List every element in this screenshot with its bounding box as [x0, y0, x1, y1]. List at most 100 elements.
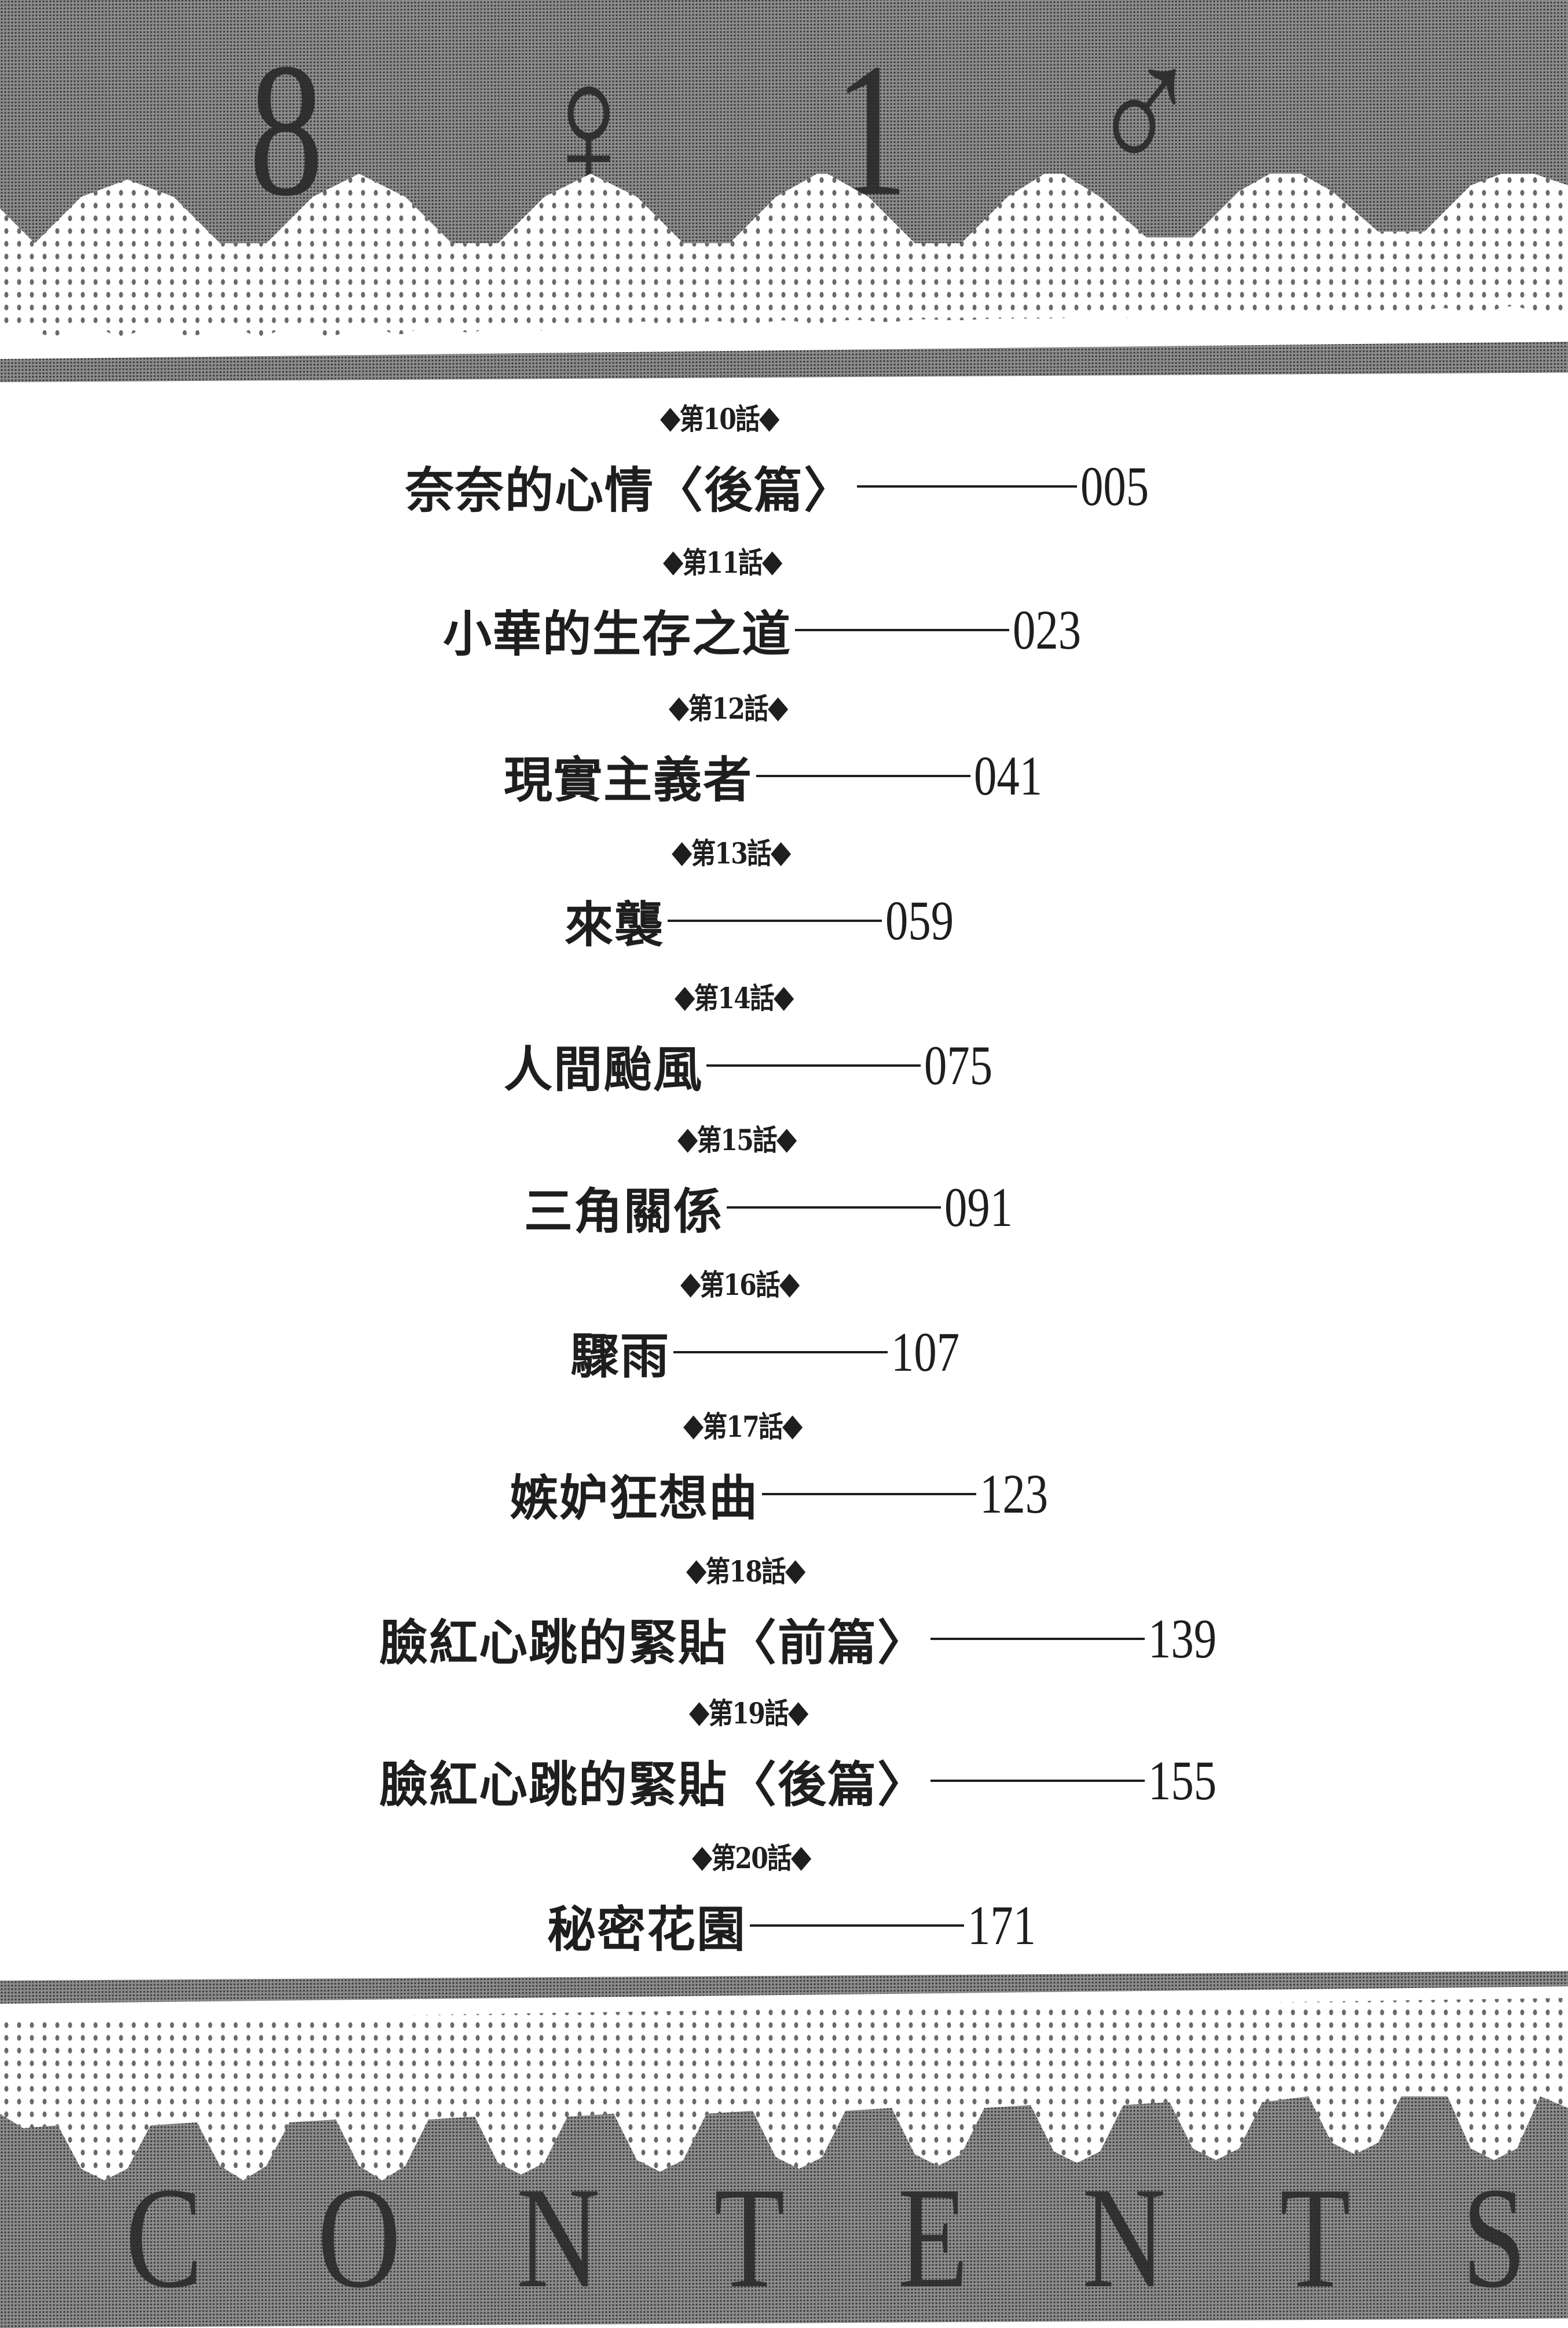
leader-line — [756, 775, 971, 777]
chapter-title: 三角關係 — [524, 1182, 724, 1240]
title-glyph-eight: 8 — [249, 24, 324, 236]
contents-heading: C O N T E N T S — [116, 2166, 1534, 2311]
chapter-row: 小華的生存之道 023 — [443, 595, 1096, 665]
leader-line — [795, 629, 1010, 631]
contents-letter: E — [897, 2158, 968, 2318]
leader-line — [750, 1924, 965, 1927]
contents-letter: O — [317, 2158, 401, 2318]
contents-letter: S — [1461, 2158, 1527, 2318]
diamond-icon: ◆ — [790, 1837, 811, 1875]
page-number: 041 — [974, 745, 1043, 807]
leader-line — [762, 1493, 977, 1495]
diamond-icon: ◆ — [675, 978, 695, 1015]
chapter-row: 嫉妒狂想曲 123 — [510, 1459, 1063, 1529]
chapter-label: ◆ 第17話 ◆ — [683, 1401, 803, 1448]
chapter-title: 秘密花園 — [547, 1900, 747, 1958]
chapter-row: 來襲 059 — [565, 886, 969, 956]
toc-entry[interactable]: ◆ 第18話 ◆ 臉紅心跳的緊貼〈前篇〉 139 — [0, 1546, 1568, 1690]
chapter-label: ◆ 第16話 ◆ — [680, 1260, 800, 1306]
chapter-title: 奈奈的心情〈後篇〉 — [405, 461, 854, 519]
diamond-icon: ◆ — [782, 1406, 803, 1443]
toc-entry[interactable]: ◆ 第10話 ◆ 奈奈的心情〈後篇〉 005 — [0, 394, 1568, 537]
chapter-row: 現實主義者 041 — [504, 741, 1057, 811]
diamond-icon: ◆ — [773, 978, 794, 1015]
chapter-label: ◆ 第10話 ◆ — [660, 394, 779, 440]
toc-entry[interactable]: ◆ 第16話 ◆ 驟雨 107 — [0, 1260, 1568, 1403]
diamond-icon: ◆ — [776, 1119, 797, 1156]
toc-entry[interactable]: ◆ 第14話 ◆ 人間颱風 075 — [0, 973, 1568, 1117]
chapter-label: ◆ 第19話 ◆ — [689, 1688, 808, 1734]
chapter-title: 嫉妒狂想曲 — [510, 1469, 759, 1527]
chapter-label: ◆ 第12話 ◆ — [669, 683, 788, 730]
toc-entry[interactable]: ◆ 第12話 ◆ 現實主義者 041 — [0, 683, 1568, 827]
chapter-number: 第10話 — [679, 402, 760, 436]
chapter-number: 第19話 — [708, 1696, 789, 1730]
diamond-icon: ◆ — [692, 1837, 712, 1875]
chapter-row: 人間颱風 075 — [504, 1031, 1008, 1100]
leader-line — [857, 485, 1078, 488]
chapter-row: 臉紅心跳的緊貼〈後篇〉 155 — [379, 1746, 1232, 1815]
chapter-label: ◆ 第13話 ◆ — [672, 828, 791, 874]
toc-entry[interactable]: ◆ 第19話 ◆ 臉紅心跳的緊貼〈後篇〉 155 — [0, 1688, 1568, 1832]
page-number: 091 — [944, 1176, 1013, 1238]
page-number: 123 — [980, 1463, 1049, 1525]
chapter-label: ◆ 第11話 ◆ — [663, 537, 782, 584]
chapter-number: 第11話 — [682, 546, 763, 580]
diamond-icon: ◆ — [787, 1693, 808, 1730]
title-glyph-one: 1 — [834, 24, 908, 236]
diamond-icon: ◆ — [686, 1551, 706, 1588]
diamond-icon: ◆ — [672, 833, 692, 870]
chapter-number: 第15話 — [697, 1123, 778, 1157]
leader-line — [673, 1351, 888, 1353]
diamond-icon: ◆ — [770, 833, 791, 870]
chapter-row: 三角關係 091 — [524, 1173, 1028, 1242]
diamond-icon: ◆ — [669, 688, 689, 725]
chapter-row: 秘密花園 171 — [547, 1891, 1051, 1960]
contents-letter: T — [1280, 2158, 1351, 2318]
diamond-icon: ◆ — [761, 542, 782, 579]
diamond-icon: ◆ — [759, 398, 779, 435]
leader-line — [930, 1780, 1145, 1782]
diamond-icon: ◆ — [767, 688, 788, 725]
leader-line — [930, 1638, 1145, 1640]
chapter-number: 第16話 — [699, 1268, 781, 1302]
page-number: 059 — [885, 890, 954, 951]
female-symbol-icon: ♀ — [533, 24, 645, 236]
chapter-number: 第20話 — [711, 1841, 792, 1875]
page-number: 107 — [891, 1321, 960, 1383]
toc-entry[interactable]: ◆ 第13話 ◆ 來襲 059 — [0, 828, 1568, 972]
chapter-number: 第18話 — [705, 1554, 786, 1588]
page-number: 023 — [1013, 599, 1082, 661]
chapter-label: ◆ 第15話 ◆ — [677, 1115, 797, 1161]
toc-entry[interactable]: ◆ 第15話 ◆ 三角關係 091 — [0, 1115, 1568, 1258]
toc-entry[interactable]: ◆ 第11話 ◆ 小華的生存之道 023 — [0, 537, 1568, 681]
page-number: 171 — [968, 1894, 1036, 1956]
page-number: 075 — [924, 1034, 993, 1096]
diamond-icon: ◆ — [677, 1119, 698, 1156]
chapter-row: 驟雨 107 — [570, 1317, 974, 1387]
chapter-label: ◆ 第14話 ◆ — [675, 973, 794, 1019]
contents-letter: C — [125, 2158, 203, 2318]
diamond-icon: ◆ — [785, 1551, 805, 1588]
chapter-number: 第13話 — [691, 836, 772, 870]
toc-entry[interactable]: ◆ 第17話 ◆ 嫉妒狂想曲 123 — [0, 1401, 1568, 1545]
chapter-title: 現實主義者 — [504, 751, 753, 808]
leader-line — [727, 1206, 941, 1209]
page-number: 155 — [1148, 1749, 1217, 1811]
chapter-title: 小華的生存之道 — [443, 605, 792, 662]
diamond-icon: ◆ — [680, 1264, 701, 1301]
contents-letter: T — [714, 2158, 785, 2318]
chapter-number: 第14話 — [694, 981, 775, 1015]
diamond-icon: ◆ — [779, 1264, 800, 1301]
toc-entry[interactable]: ◆ 第20話 ◆ 秘密花園 171 — [0, 1833, 1568, 1976]
page-number: 139 — [1148, 1608, 1217, 1670]
diamond-icon: ◆ — [683, 1406, 704, 1443]
male-symbol-icon: ♂ — [1089, 7, 1201, 218]
leader-line — [706, 1064, 921, 1067]
chapter-title: 驟雨 — [570, 1327, 671, 1385]
diamond-icon: ◆ — [663, 542, 683, 579]
leader-line — [668, 920, 882, 922]
chapter-row: 臉紅心跳的緊貼〈前篇〉 139 — [379, 1604, 1232, 1674]
chapter-label: ◆ 第18話 ◆ — [686, 1546, 805, 1593]
chapter-title: 臉紅心跳的緊貼〈後篇〉 — [379, 1755, 928, 1813]
